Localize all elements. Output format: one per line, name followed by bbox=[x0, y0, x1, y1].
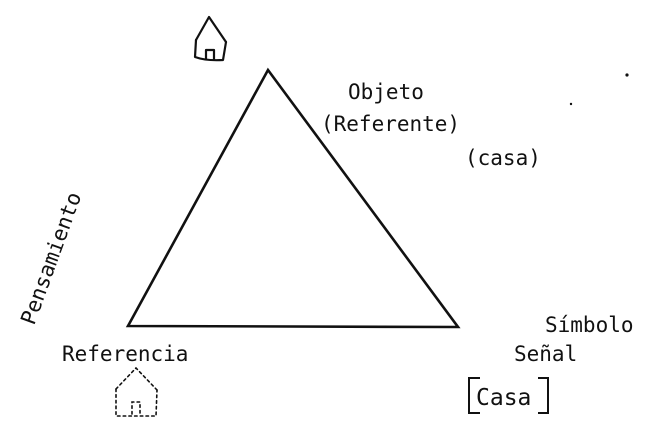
symbol-label: Símbolo bbox=[545, 313, 634, 337]
object-example: (casa) bbox=[465, 146, 541, 170]
reference-label: Referencia bbox=[62, 342, 188, 366]
house-icon bbox=[193, 15, 228, 62]
thought-side-label: Pensamiento bbox=[16, 189, 86, 328]
symbol-example: Casa bbox=[476, 385, 531, 411]
symbol-sublabel: Señal bbox=[514, 342, 577, 366]
symbol-example-box: Casa bbox=[468, 377, 549, 414]
semiotic-triangle bbox=[125, 67, 461, 329]
stray-dot bbox=[625, 73, 629, 77]
object-sublabel: (Referente) bbox=[321, 112, 460, 136]
stray-dot bbox=[569, 102, 573, 106]
dotted-house-icon bbox=[115, 366, 158, 417]
object-label: Objeto bbox=[348, 80, 424, 104]
